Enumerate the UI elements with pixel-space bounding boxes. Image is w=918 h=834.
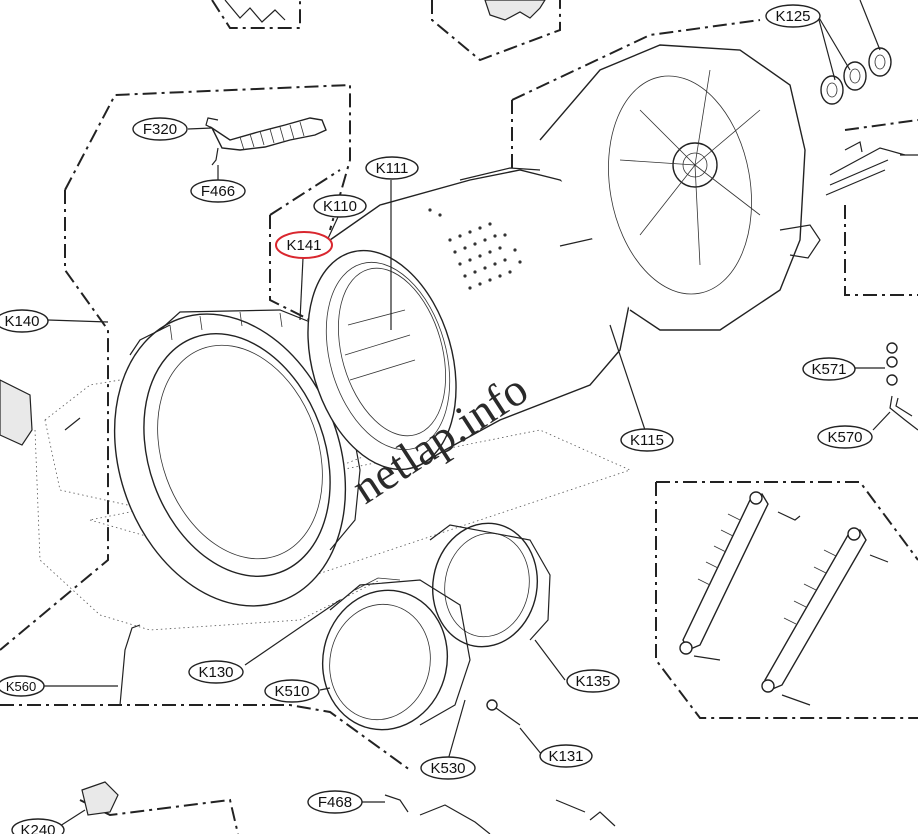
screw-k131 (486, 699, 521, 726)
label-k141-highlighted: K141 (275, 231, 333, 259)
svg-text:F320: F320 (143, 121, 177, 138)
svg-text:F466: F466 (201, 183, 235, 200)
label-k510: K510 (264, 679, 320, 703)
callout-labels: K125 F320 F466 K111 K110 K141 K140 K571 (0, 4, 873, 834)
bearings-k125 (820, 47, 892, 105)
svg-text:K141: K141 (286, 237, 321, 254)
ring-k135 (429, 522, 551, 648)
svg-text:K135: K135 (575, 673, 610, 690)
svg-text:K570: K570 (827, 429, 862, 446)
svg-text:K140: K140 (4, 313, 39, 330)
label-k110: K110 (313, 194, 367, 218)
hose-k570-k571 (886, 342, 918, 431)
svg-text:F468: F468 (318, 794, 352, 811)
top-center-part (484, 0, 546, 21)
svg-text:K111: K111 (376, 160, 409, 177)
label-f466: F466 (190, 179, 246, 203)
label-k131: K131 (539, 744, 593, 768)
label-k125: K125 (765, 4, 821, 28)
label-k240: K240 (11, 818, 65, 834)
label-k130: K130 (188, 660, 244, 684)
svg-text:K131: K131 (548, 748, 583, 765)
dotted-outlines (34, 369, 632, 631)
svg-text:K560: K560 (6, 679, 36, 694)
svg-text:K240: K240 (20, 822, 55, 834)
svg-text:K530: K530 (430, 760, 465, 777)
hose-f320 (205, 117, 327, 166)
shock-absorbers (679, 491, 889, 706)
label-f320: F320 (132, 117, 188, 141)
svg-text:K110: K110 (323, 198, 357, 215)
svg-text:K571: K571 (811, 361, 846, 378)
heater-element (825, 141, 906, 196)
door-gasket-k510 (321, 577, 471, 731)
svg-text:K510: K510 (274, 683, 309, 700)
label-k111: K111 (365, 156, 419, 180)
label-k530: K530 (420, 756, 476, 780)
label-k571: K571 (802, 357, 856, 381)
label-k570: K570 (817, 425, 873, 449)
svg-text:K125: K125 (775, 8, 810, 25)
leader-lines (44, 0, 918, 827)
svg-text:K115: K115 (630, 432, 664, 449)
front-tub-k140 (113, 309, 361, 607)
bottom-parts (81, 781, 616, 834)
top-left-bracket-part (224, 0, 286, 23)
svg-text:K130: K130 (198, 664, 233, 681)
label-k115: K115 (620, 428, 674, 452)
drum-k111 (307, 167, 641, 471)
label-k560: K560 (0, 675, 45, 697)
hose-k560 (119, 624, 141, 706)
drum-perforations (428, 208, 522, 290)
label-k140: K140 (0, 309, 49, 333)
left-bracket-part (0, 379, 81, 446)
label-k135: K135 (566, 669, 620, 693)
label-f468: F468 (307, 790, 363, 814)
rear-tub (539, 44, 821, 331)
